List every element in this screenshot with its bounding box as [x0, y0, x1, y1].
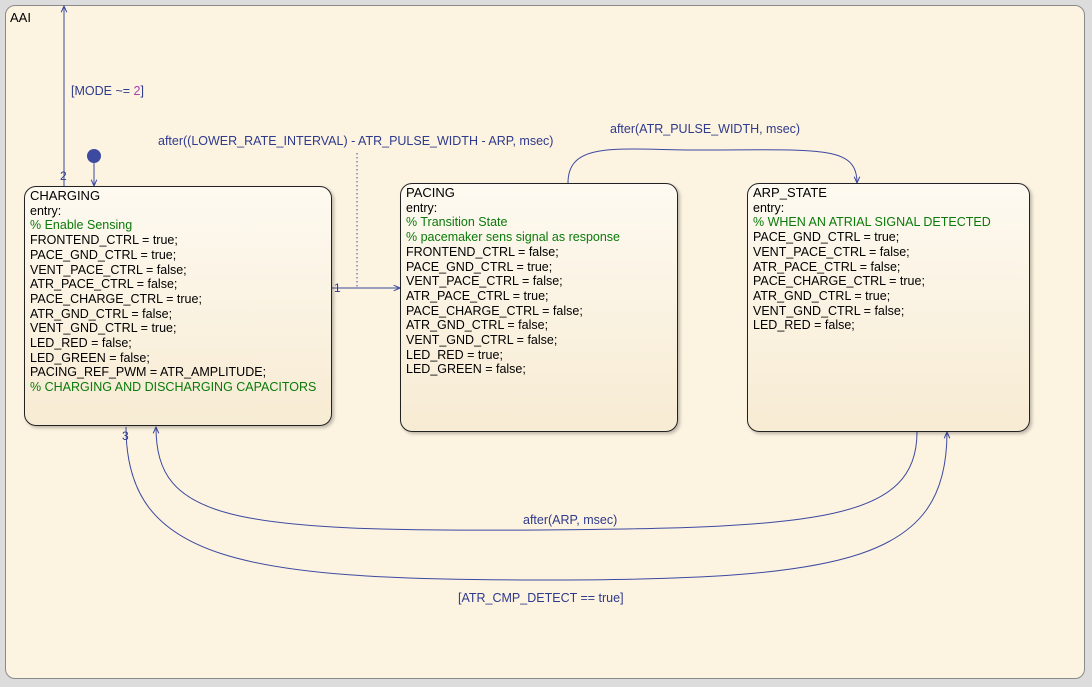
state-title: PACING — [406, 185, 455, 200]
transition-to-arp[interactable] — [567, 148, 857, 183]
priority-detect: 3 — [122, 429, 129, 443]
action-line: VENT_PACE_CTRL = false; — [753, 244, 910, 259]
transition-arp-to-charging[interactable] — [156, 427, 918, 531]
state-actions: entry:% Transition State% pacemaker sens… — [406, 201, 672, 377]
action-line: PACE_CHARGE_CTRL = true; — [30, 291, 202, 306]
action-line: ATR_GND_CTRL = true; — [753, 288, 891, 303]
default-transition-dot — [87, 149, 101, 163]
state-pacing[interactable]: PACING entry:% Transition State% pacemak… — [400, 183, 678, 432]
action-line: ATR_PACE_CTRL = false; — [753, 259, 901, 274]
action-line: LED_RED = false; — [753, 318, 855, 333]
action-line: FRONTEND_CTRL = false; — [406, 244, 559, 259]
state-title: ARP_STATE — [753, 185, 827, 200]
action-line: entry: — [406, 200, 438, 215]
priority-mode-exit: 2 — [60, 169, 67, 183]
label-mode-value: 2 — [133, 84, 141, 98]
action-line: LED_GREEN = false; — [406, 362, 526, 377]
label-arp-back[interactable]: after(ARP, msec) — [523, 513, 618, 527]
action-comment: % WHEN AN ATRIAL SIGNAL DETECTED — [753, 215, 991, 230]
action-line: PACE_CHARGE_CTRL = false; — [406, 303, 583, 318]
priority-to-pacing: 1 — [334, 281, 341, 295]
action-line: VENT_GND_CTRL = true; — [30, 321, 177, 336]
action-line: LED_RED = false; — [30, 336, 132, 351]
action-line: PACE_GND_CTRL = true; — [753, 230, 900, 245]
action-line: PACING_REF_PWM = ATR_AMPLITUDE; — [30, 365, 267, 380]
action-line: ATR_PACE_CTRL = true; — [406, 288, 549, 303]
label-mode-suffix: ] — [140, 84, 144, 98]
action-line: VENT_PACE_CTRL = false; — [30, 262, 187, 277]
action-line: ATR_GND_CTRL = false; — [406, 318, 549, 333]
action-line: VENT_GND_CTRL = false; — [753, 303, 905, 318]
label-mode-prefix: [MODE ~= — [71, 84, 134, 98]
action-line: entry: — [753, 200, 785, 215]
state-title: CHARGING — [30, 188, 101, 203]
action-comment: % Transition State — [406, 215, 508, 230]
action-line: VENT_PACE_CTRL = false; — [406, 274, 563, 289]
label-mode-exit[interactable]: [MODE ~= 2] — [71, 84, 144, 98]
state-arp[interactable]: ARP_STATE entry:% WHEN AN ATRIAL SIGNAL … — [747, 183, 1030, 432]
action-line: ATR_GND_CTRL = false; — [30, 306, 173, 321]
action-comment: % Enable Sensing — [30, 218, 133, 233]
chart-title: AAI — [10, 10, 31, 25]
action-line: entry: — [30, 203, 62, 218]
transition-detect[interactable] — [125, 426, 947, 581]
label-to-pacing[interactable]: after((LOWER_RATE_INTERVAL) - ATR_PULSE_… — [158, 134, 554, 148]
label-detect[interactable]: [ATR_CMP_DETECT == true] — [458, 591, 624, 605]
action-line: LED_RED = true; — [406, 347, 503, 362]
action-line: ATR_PACE_CTRL = false; — [30, 277, 178, 292]
action-comment: % CHARGING AND DISCHARGING CAPACITORS — [30, 380, 317, 395]
label-to-arp[interactable]: after(ATR_PULSE_WIDTH, msec) — [610, 122, 801, 136]
action-line: FRONTEND_CTRL = true; — [30, 233, 178, 248]
action-comment: % pacemaker sens signal as response — [406, 230, 621, 245]
action-line: LED_GREEN = false; — [30, 350, 150, 365]
action-line: VENT_GND_CTRL = false; — [406, 333, 558, 348]
action-line: PACE_GND_CTRL = true; — [406, 259, 553, 274]
action-line: PACE_CHARGE_CTRL = true; — [753, 274, 925, 289]
action-line: PACE_GND_CTRL = true; — [30, 247, 177, 262]
